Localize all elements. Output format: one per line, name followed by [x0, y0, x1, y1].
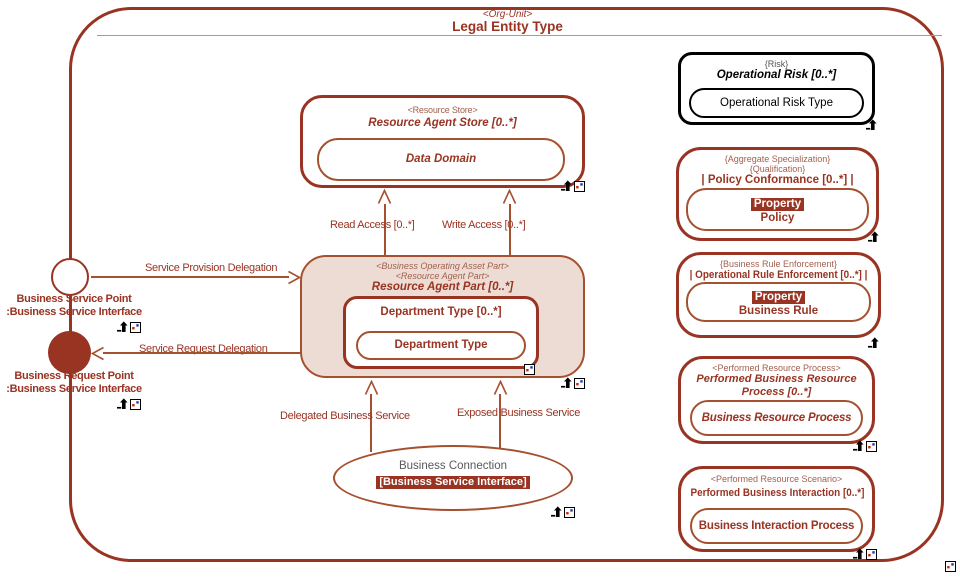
- property-tag-highlight: Property: [750, 198, 805, 211]
- promote-icon[interactable]: [561, 180, 573, 192]
- arrowhead-up-icon: [377, 189, 392, 205]
- department-type-child-label: Department Type: [394, 339, 488, 351]
- org-unit-title: Legal Entity Type: [452, 19, 563, 34]
- business-operating-asset-part-stereotype: <Business Operating Asset Part>: [376, 261, 509, 271]
- business-resource-process-label: Business Resource Process: [701, 411, 852, 424]
- qualification-stereotype: {Qualification}: [749, 164, 806, 174]
- performed-resource-process-stereotype: <Performed Resource Process>: [712, 363, 841, 373]
- read-access-connector[interactable]: [384, 204, 386, 255]
- org-unit-stereotype: <Org-Unit>: [482, 9, 533, 20]
- delegated-business-service-connector[interactable]: [370, 394, 372, 452]
- request-point-interface: :Business Service Interface: [6, 383, 142, 395]
- promote-icon[interactable]: [561, 377, 573, 389]
- service-provision-delegation-connector[interactable]: [91, 276, 289, 278]
- delegated-business-service-label: Delegated Business Service: [280, 410, 410, 422]
- business-interaction-process-node[interactable]: Business Interaction Process: [690, 508, 863, 544]
- service-provision-delegation-label: Service Provision Delegation: [145, 262, 278, 274]
- service-request-delegation-connector[interactable]: [103, 352, 301, 354]
- promote-icon[interactable]: [551, 506, 563, 518]
- arrowhead-right-icon: [287, 270, 301, 285]
- data-domain-node[interactable]: Data Domain: [317, 138, 565, 181]
- policy-label: Policy: [760, 212, 795, 224]
- department-type-child-node[interactable]: Department Type: [356, 331, 526, 360]
- operational-risk-title: Operational Risk [0..*]: [716, 69, 837, 81]
- business-connection-node[interactable]: Business Connection [Business Service In…: [333, 445, 573, 511]
- resource-agent-store-node[interactable]: <Resource Store> Resource Agent Store [0…: [300, 95, 585, 188]
- request-point-name: Business Request Point: [14, 370, 134, 382]
- department-type-title: Department Type [0..*]: [380, 306, 502, 318]
- promote-icon[interactable]: [853, 440, 865, 452]
- promote-icon[interactable]: [853, 548, 865, 560]
- exposed-business-service-connector[interactable]: [499, 394, 501, 448]
- business-rule-enforcement-stereotype: {Business Rule Enforcement}: [719, 259, 838, 269]
- diagram-reference-icon[interactable]: [574, 378, 585, 389]
- diagram-reference-icon[interactable]: [130, 322, 141, 333]
- aggregate-specialization-stereotype: {Aggregate Specialization}: [724, 154, 831, 164]
- arrowhead-up-icon: [493, 380, 508, 396]
- diagram-reference-icon[interactable]: [564, 507, 575, 518]
- write-access-label: Write Access [0..*]: [442, 219, 526, 231]
- diagram-reference-icon[interactable]: [574, 181, 585, 192]
- diagram-reference-icon[interactable]: [524, 364, 535, 375]
- arrowhead-up-icon: [502, 189, 517, 205]
- business-service-point-label: Business Service Point :Business Service…: [0, 293, 154, 319]
- risk-stereotype: {Risk}: [764, 59, 789, 69]
- diagram-reference-icon[interactable]: [130, 399, 141, 410]
- diagram-reference-icon[interactable]: [866, 549, 877, 560]
- policy-conformance-title: | Policy Conformance [0..*] |: [701, 174, 854, 186]
- write-access-connector[interactable]: [509, 204, 511, 255]
- performed-resource-scenario-stereotype: <Performed Resource Scenario>: [710, 474, 843, 484]
- rule-property-node[interactable]: Property Business Rule: [686, 282, 871, 322]
- business-request-point-label: Business Request Point :Business Service…: [0, 370, 154, 396]
- service-point-name: Business Service Point: [16, 293, 132, 305]
- org-title-separator: [97, 35, 942, 36]
- business-resource-process-node[interactable]: Business Resource Process: [690, 400, 863, 436]
- business-service-interface-highlight: [Business Service Interface]: [376, 476, 530, 489]
- performed-business-interaction-title: Performed Business Interaction [0..*]: [690, 487, 865, 499]
- read-access-label: Read Access [0..*]: [330, 219, 415, 231]
- data-domain-label: Data Domain: [405, 153, 477, 165]
- diagram-reference-icon[interactable]: [945, 561, 956, 572]
- resource-store-stereotype: <Resource Store>: [407, 105, 478, 115]
- promote-icon[interactable]: [117, 398, 129, 410]
- performed-business-resource-process-title: Performed Business Resource Process [0..…: [696, 373, 857, 398]
- promote-icon[interactable]: [868, 337, 880, 349]
- exposed-business-service-label: Exposed Business Service: [457, 407, 581, 419]
- operational-risk-type-node[interactable]: Operational Risk Type: [689, 88, 864, 118]
- resource-agent-store-title: Resource Agent Store [0..*]: [368, 117, 517, 129]
- resource-agent-part-title: Resource Agent Part [0..*]: [371, 281, 514, 293]
- operational-risk-type-label: Operational Risk Type: [720, 97, 833, 109]
- business-rule-label: Business Rule: [738, 305, 819, 317]
- promote-icon[interactable]: [866, 119, 878, 131]
- promote-icon[interactable]: [868, 231, 880, 243]
- arrowhead-left-icon: [91, 346, 105, 361]
- business-connection-title: Business Connection: [398, 460, 508, 472]
- promote-icon[interactable]: [117, 321, 129, 333]
- business-interaction-process-label: Business Interaction Process: [698, 519, 855, 532]
- resource-agent-part-stereotype: <Resource Agent Part>: [395, 271, 490, 281]
- service-point-interface: :Business Service Interface: [6, 306, 142, 318]
- business-service-point-port[interactable]: [51, 258, 89, 296]
- policy-conformance-node[interactable]: {Aggregate Specialization} {Qualificatio…: [676, 147, 879, 241]
- policy-property-node[interactable]: Property Policy: [686, 188, 869, 231]
- property-tag-highlight: Property: [751, 291, 806, 304]
- arrowhead-up-icon: [364, 380, 379, 396]
- operational-rule-enforcement-title: | Operational Rule Enforcement [0..*] |: [689, 269, 868, 281]
- business-request-point-port[interactable]: [48, 331, 91, 374]
- diagram-reference-icon[interactable]: [866, 441, 877, 452]
